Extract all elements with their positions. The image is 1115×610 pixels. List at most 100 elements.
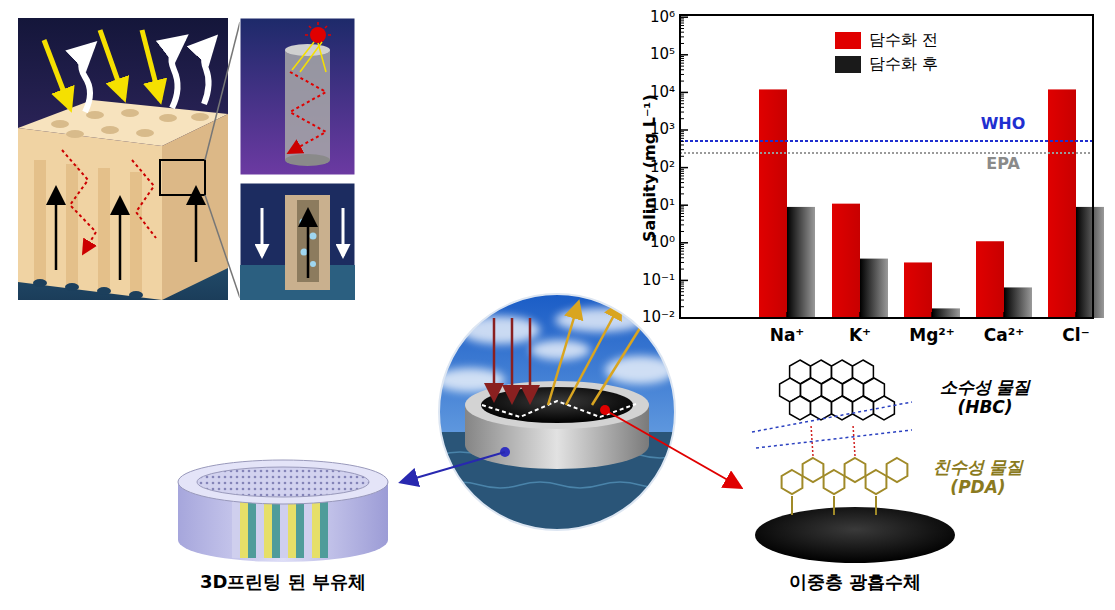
bar-after xyxy=(1076,207,1104,318)
bar-after xyxy=(932,308,960,318)
pore-cylinder xyxy=(285,50,330,160)
tick-label: 10⁶ xyxy=(650,9,675,26)
bar-before xyxy=(832,204,860,318)
zoom-inset-light xyxy=(240,18,355,175)
tick-label: 10⁻¹ xyxy=(642,272,675,289)
major-tick xyxy=(680,54,688,56)
category-label: Ca²⁺ xyxy=(984,326,1024,346)
sun-rays xyxy=(305,22,331,35)
legend-text: 담수화 전 xyxy=(869,30,938,51)
hbc-rings xyxy=(780,360,895,420)
zoom-box xyxy=(160,160,205,195)
tick-label: 10⁻² xyxy=(642,309,675,326)
floater-cutaway xyxy=(178,460,388,562)
layer-label: 친수성 물질 (PDA) xyxy=(913,458,1043,497)
water-up-arrows xyxy=(56,190,196,280)
circle-frame xyxy=(439,294,675,530)
incoming-light xyxy=(494,318,530,400)
pda-chains xyxy=(792,496,876,515)
floater-top xyxy=(178,460,388,504)
pore-wall xyxy=(285,195,330,290)
reflection-zigzag xyxy=(290,72,326,152)
salinity-chart xyxy=(680,15,1104,318)
tick-label: 10² xyxy=(650,159,675,176)
part-caption: 이중층 광흡수체 xyxy=(789,572,921,593)
vapor-arrows xyxy=(81,38,214,112)
sun xyxy=(310,27,326,43)
cylinder-bottom xyxy=(285,154,330,166)
layer-label: 소수성 물질 (HBC) xyxy=(920,378,1050,417)
category-label: Cl⁻ xyxy=(1062,326,1089,346)
floater-section xyxy=(232,500,328,558)
bar-before xyxy=(976,241,1004,318)
tick-label: 10³ xyxy=(650,121,675,138)
porous-block-panel xyxy=(18,18,240,300)
pore-channels xyxy=(34,160,142,294)
legend-swatch xyxy=(835,32,861,49)
major-tick xyxy=(680,167,688,169)
zoom-line xyxy=(205,22,240,160)
tick-label: 10⁴ xyxy=(650,84,675,101)
down-arrows xyxy=(262,208,343,256)
who-limit-line xyxy=(680,140,1093,142)
pore-openings xyxy=(51,109,209,138)
leader-arrow xyxy=(402,452,505,482)
bar-group xyxy=(759,89,1104,318)
legend-swatch xyxy=(835,56,861,73)
chart-legend: 담수화 전담수화 후 xyxy=(835,28,938,76)
inset-ground xyxy=(240,183,355,300)
tick-label: 10⁵ xyxy=(650,46,675,63)
block-side xyxy=(162,114,228,300)
absorber-disk xyxy=(755,507,955,563)
tick-label: 10⁰ xyxy=(650,234,675,251)
legend-row: 담수화 후 xyxy=(835,52,938,76)
leader-arrow xyxy=(605,410,740,487)
light-rays xyxy=(292,42,326,72)
block-front xyxy=(18,128,162,300)
plot-frame xyxy=(680,15,1093,318)
tick-label: 10¹ xyxy=(650,197,675,214)
zoom-inset-water xyxy=(240,183,355,300)
pda-rings xyxy=(782,458,908,494)
bar-after xyxy=(1004,287,1032,318)
bar-after xyxy=(860,259,888,318)
layer-boundary xyxy=(752,402,912,448)
major-tick xyxy=(680,204,688,206)
part-caption: 3D프린팅 된 부유체 xyxy=(200,572,366,593)
pore-channel xyxy=(297,200,319,282)
bar-before xyxy=(1048,89,1076,318)
zoom-line xyxy=(205,195,240,298)
category-label: K⁺ xyxy=(849,326,871,346)
category-label: Mg²⁺ xyxy=(909,326,955,346)
device-rim xyxy=(465,381,649,429)
legend-row: 담수화 전 xyxy=(835,28,938,52)
sky xyxy=(438,293,678,533)
night-sky xyxy=(18,18,228,300)
water-up-arrow xyxy=(307,212,310,278)
bar-after xyxy=(787,207,815,318)
major-tick xyxy=(680,280,688,282)
category-label: Na⁺ xyxy=(770,326,805,346)
epa-limit-line xyxy=(680,152,1093,154)
axis-ticks xyxy=(680,17,1076,318)
device-absorber xyxy=(481,387,633,423)
major-tick xyxy=(680,92,688,94)
legend-text: 담수화 후 xyxy=(869,54,938,75)
light-zigzag xyxy=(62,150,156,252)
bar-before xyxy=(759,89,787,318)
center-scene xyxy=(435,293,680,533)
pore-bottoms xyxy=(33,279,143,299)
major-tick xyxy=(680,16,688,18)
reflected-light xyxy=(548,304,650,405)
limit-label: WHO xyxy=(981,115,1026,133)
major-tick xyxy=(680,242,688,244)
major-tick xyxy=(680,129,688,131)
limit-label: EPA xyxy=(986,155,1020,173)
inset-ground xyxy=(240,18,355,175)
perforated-plate xyxy=(197,467,369,497)
sunlight-arrows xyxy=(44,30,160,108)
bilayer-absorber xyxy=(752,360,955,563)
bar-before xyxy=(904,262,932,318)
